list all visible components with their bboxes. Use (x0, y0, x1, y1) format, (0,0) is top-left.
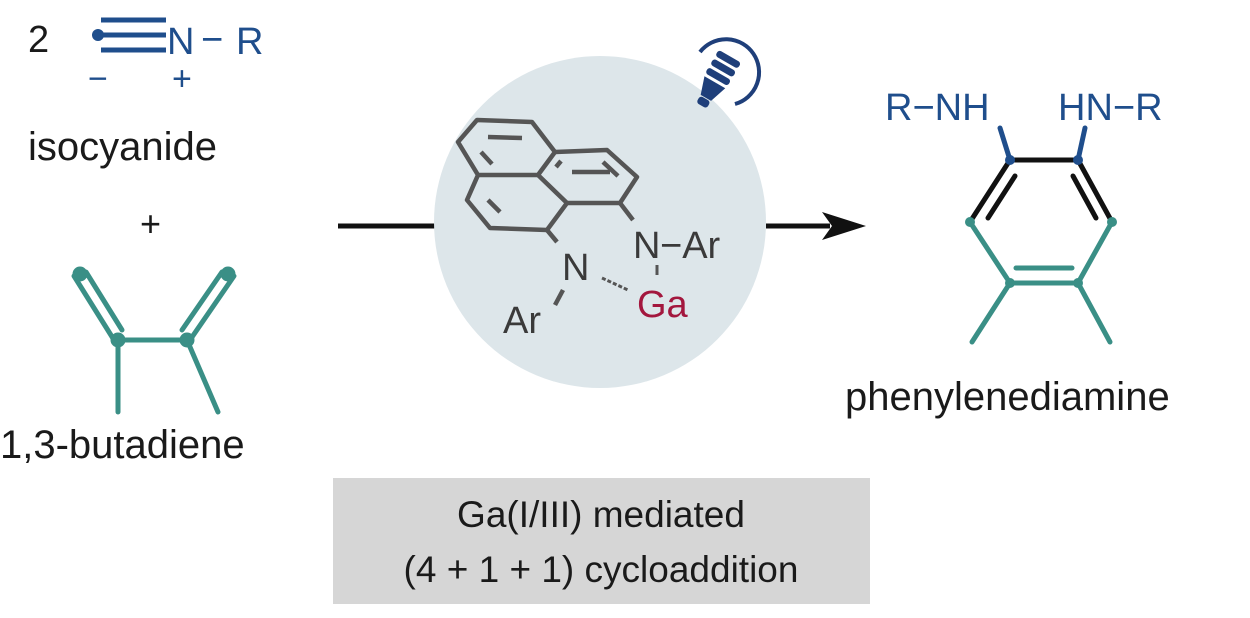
coefficient: 2 (28, 19, 49, 61)
lower-aryl: Ar (503, 300, 541, 342)
upper-nitrogen: N (633, 225, 660, 267)
product-label: phenylenediamine (845, 375, 1170, 419)
lower-nitrogen: N (562, 247, 589, 289)
arrow-head-icon (822, 212, 866, 240)
upper-aryl: −Ar (660, 225, 721, 267)
butadiene-label: 1,3-butadiene (0, 423, 245, 467)
plus-charge: + (172, 60, 192, 98)
gallium-label: Ga (637, 284, 689, 326)
bond-dash: − (201, 19, 223, 61)
right-amine-label: HN−R (1058, 87, 1163, 129)
isocyanide-label: isocyanide (28, 125, 217, 169)
caption-line-2: (4 + 1 + 1) cycloaddition (404, 549, 799, 590)
r-group-label: R (236, 21, 263, 63)
catalyst-structure (455, 117, 659, 307)
caption-box (333, 478, 870, 604)
plus-sign: + (140, 203, 161, 244)
nitrogen-label: N (167, 21, 194, 63)
minus-charge: − (88, 60, 108, 98)
lightbulb-icon (697, 37, 762, 108)
benzene-ring (965, 125, 1117, 345)
left-amine-label: R−NH (885, 87, 990, 129)
butadiene-structure (71, 266, 237, 415)
carbon-dot (92, 29, 104, 41)
isocyanide-structure: 2 N − R − + isocyanide (28, 17, 263, 169)
caption-line-1: Ga(I/III) mediated (457, 494, 745, 535)
